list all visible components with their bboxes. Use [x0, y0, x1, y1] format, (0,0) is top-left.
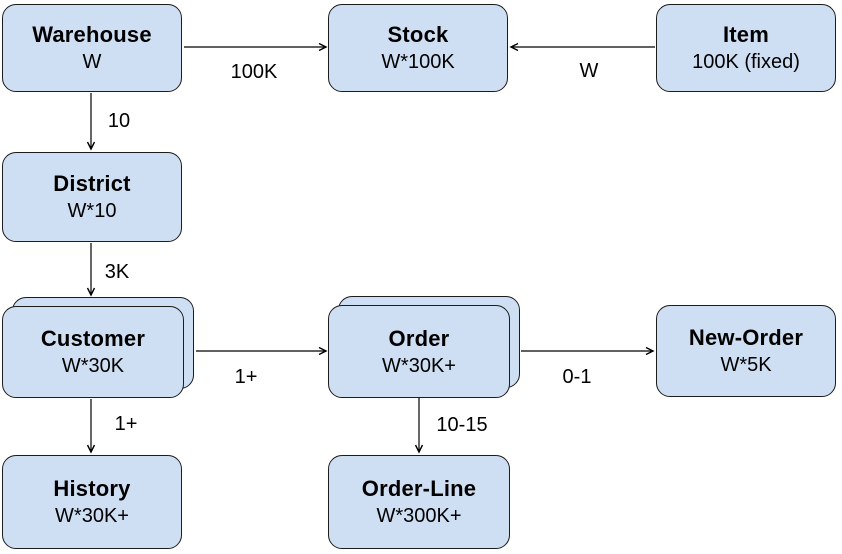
node-district-title: District [53, 171, 131, 196]
node-item-title: Item [722, 22, 770, 47]
node-customer: Customer W*30K [2, 306, 184, 398]
edge-label-customer-history: 1+ [114, 413, 138, 435]
node-order: Order W*30K+ [328, 305, 510, 398]
node-customer-subtitle: W*30K [61, 355, 125, 377]
node-warehouse: Warehouse W [2, 4, 182, 92]
node-district-subtitle: W*10 [67, 200, 117, 222]
edge-label-warehouse-district: 10 [107, 110, 131, 132]
node-order-line-subtitle: W*300K+ [376, 505, 462, 527]
node-new-order-subtitle: W*5K [720, 354, 772, 376]
edge-label-order-neworder: 0-1 [562, 366, 592, 388]
node-warehouse-title: Warehouse [32, 22, 152, 47]
node-history: History W*30K+ [2, 455, 182, 549]
node-order-title: Order [388, 325, 450, 351]
node-item: Item 100K (fixed) [656, 4, 836, 92]
node-new-order-title: New-Order [688, 325, 804, 350]
node-warehouse-subtitle: W [82, 51, 102, 73]
edge-label-item-stock: W [579, 60, 599, 82]
node-order-subtitle: W*30K+ [382, 354, 456, 377]
edge-label-district-customer: 3K [104, 261, 130, 283]
node-history-title: History [53, 476, 131, 501]
node-history-subtitle: W*30K+ [55, 505, 129, 527]
node-stock-title: Stock [387, 22, 449, 47]
node-order-line: Order-Line W*300K+ [328, 455, 510, 549]
edge-label-warehouse-stock: 100K [230, 61, 278, 83]
node-stock: Stock W*100K [328, 4, 508, 92]
node-stock-subtitle: W*100K [381, 51, 455, 73]
edge-label-order-orderline: 10-15 [436, 414, 488, 436]
node-new-order: New-Order W*5K [656, 305, 836, 397]
node-item-subtitle: 100K (fixed) [692, 51, 800, 73]
node-district: District W*10 [2, 152, 182, 242]
edge-label-customer-order: 1+ [234, 366, 258, 388]
node-customer-title: Customer [40, 326, 146, 351]
node-order-line-title: Order-Line [361, 476, 477, 501]
